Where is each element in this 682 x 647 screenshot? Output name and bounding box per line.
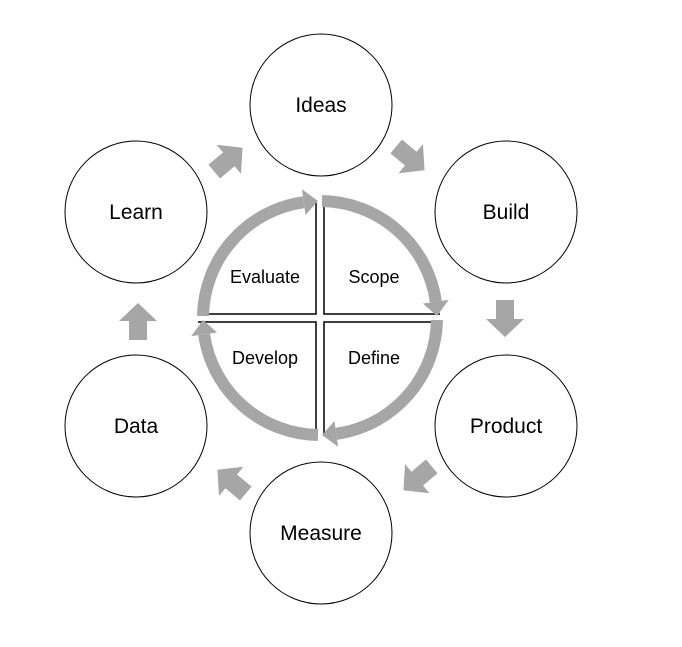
- arc-arrowhead-icon: [301, 189, 318, 216]
- flow-arrow-icon: [119, 303, 157, 340]
- flow-arrow-icon: [486, 300, 524, 337]
- node-circle: [64, 140, 208, 284]
- cycle-node-measure: Measure: [249, 461, 393, 605]
- node-label: Learn: [109, 201, 163, 224]
- cycle-node-learn: Learn: [64, 140, 208, 284]
- cycle-arc: [321, 195, 442, 303]
- cycle-node-ideas: Ideas: [249, 33, 393, 177]
- cycle-node-product: Product: [434, 354, 578, 498]
- quadrant-label-scope: Scope: [348, 267, 399, 287]
- cycle-arc: [335, 319, 443, 440]
- node-label: Product: [470, 415, 543, 438]
- node-circle: [434, 354, 578, 498]
- node-label: Measure: [280, 522, 362, 545]
- flow-arrow-icon: [217, 466, 252, 501]
- quadrant-divider: [323, 200, 440, 315]
- quadrant-divider: [323, 321, 440, 436]
- arc-arrowhead-icon: [422, 299, 449, 316]
- node-circle: [434, 140, 578, 284]
- cycle-arc: [198, 333, 319, 441]
- cycle-arc: [197, 196, 305, 317]
- cycle-node-build: Build: [434, 140, 578, 284]
- node-label: Ideas: [295, 94, 346, 117]
- cycle-node-data: Data: [64, 354, 208, 498]
- arc-arrowhead-icon: [191, 320, 218, 337]
- node-circle: [249, 33, 393, 177]
- node-circle: [249, 461, 393, 605]
- node-circle: [64, 354, 208, 498]
- quadrant-label-evaluate: Evaluate: [230, 267, 300, 287]
- node-label: Data: [114, 415, 159, 438]
- quadrant-divider: [198, 321, 317, 436]
- flow-arrow-icon: [390, 139, 425, 174]
- arc-arrowhead-icon: [322, 420, 339, 447]
- flow-arrow-icon: [403, 459, 438, 494]
- quadrant-label-define: Define: [348, 348, 400, 368]
- quadrant-divider: [198, 200, 317, 315]
- node-label: Build: [483, 201, 530, 224]
- flow-arrow-icon: [208, 144, 243, 179]
- quadrant-label-develop: Develop: [232, 348, 298, 368]
